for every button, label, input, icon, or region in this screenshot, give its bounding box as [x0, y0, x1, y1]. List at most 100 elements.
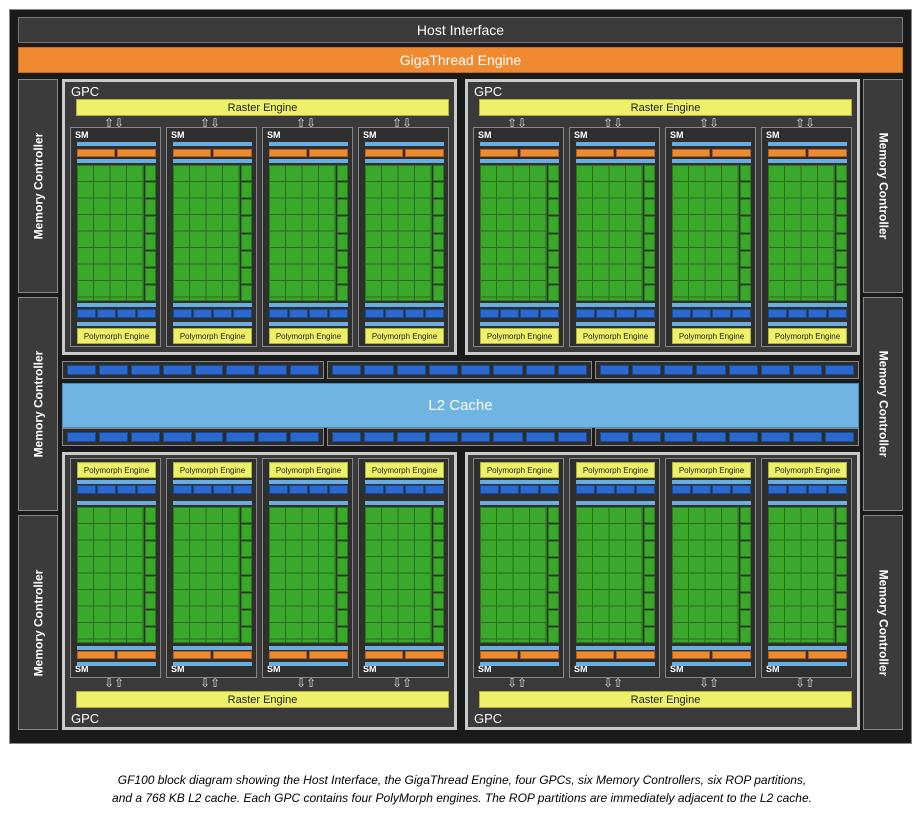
cache-unit — [425, 485, 444, 494]
cache-unit — [596, 309, 615, 318]
sfu-unit — [241, 609, 252, 626]
sfu-unit — [548, 267, 559, 284]
interconnect-network — [173, 303, 252, 307]
warp-scheduler — [309, 651, 348, 659]
warp-scheduler — [768, 651, 806, 659]
load-store-sfu-units — [433, 165, 444, 301]
sfu-unit — [241, 558, 252, 575]
rop-unit — [290, 365, 319, 375]
warp-scheduler — [365, 149, 403, 157]
rop-unit — [792, 432, 822, 442]
instruction-cache — [77, 142, 156, 146]
shared-memory-l1 — [768, 485, 847, 494]
uniform-cache — [365, 322, 444, 326]
cache-unit — [289, 485, 308, 494]
sfu-unit — [241, 524, 252, 541]
sfu-unit — [740, 233, 751, 250]
sfu-unit — [241, 199, 252, 216]
interconnect-network — [768, 303, 847, 307]
sm-label: SM — [75, 664, 89, 674]
sfu-unit — [740, 182, 751, 199]
sfu-unit — [433, 558, 444, 575]
shared-memory-l1 — [77, 309, 156, 318]
instruction-cache — [173, 142, 252, 146]
raster-engine: Raster Engine — [479, 99, 852, 116]
cache-unit — [596, 485, 615, 494]
cuda-cores — [77, 507, 144, 643]
rop-unit — [824, 432, 854, 442]
shared-memory-l1 — [480, 485, 559, 494]
sfu-unit — [740, 216, 751, 233]
polymorph-engine: Polymorph Engine — [672, 328, 751, 344]
sfu-unit — [433, 609, 444, 626]
sfu-unit — [836, 165, 847, 182]
rop-unit — [728, 365, 758, 375]
sfu-unit — [145, 182, 156, 199]
sfu-unit — [433, 199, 444, 216]
memory-controller-label: Memory Controller — [31, 569, 45, 676]
sfu-unit — [337, 199, 348, 216]
load-store-sfu-units — [836, 165, 847, 301]
cuda-cores — [768, 507, 835, 643]
host-interface: Host Interface — [18, 17, 903, 43]
sfu-unit — [740, 165, 751, 182]
sm-label: SM — [171, 664, 185, 674]
cuda-cores — [173, 165, 240, 301]
register-file — [173, 159, 252, 163]
rop-unit — [98, 432, 128, 442]
rop-unit — [130, 432, 160, 442]
polymorph-engine: Polymorph Engine — [576, 462, 655, 478]
cuda-core-array — [576, 165, 655, 301]
warp-scheduler — [213, 149, 252, 157]
rop-unit — [364, 365, 394, 375]
cache-unit — [636, 309, 655, 318]
warp-scheduler — [672, 149, 710, 157]
data-flow-arrows: ⇧⇩ — [200, 116, 221, 130]
warp-scheduler — [117, 651, 156, 659]
cuda-core-array — [173, 165, 252, 301]
cache-unit — [137, 485, 156, 494]
cache-unit — [385, 485, 404, 494]
sfu-unit — [548, 233, 559, 250]
warp-scheduler — [712, 651, 751, 659]
cuda-core-array — [672, 165, 751, 301]
sm-label: SM — [363, 664, 377, 674]
sfu-unit — [836, 558, 847, 575]
shared-memory-l1 — [672, 309, 751, 318]
sfu-unit — [241, 507, 252, 524]
rop-unit — [824, 365, 854, 375]
load-store-sfu-units — [740, 507, 751, 643]
warp-scheduler — [309, 149, 348, 157]
sfu-unit — [337, 592, 348, 609]
memory-controller-left-3: Memory Controller — [18, 515, 58, 730]
warp-scheduler — [269, 651, 307, 659]
sm-label: SM — [574, 130, 588, 140]
sfu-unit — [644, 558, 655, 575]
cuda-core-array — [365, 507, 444, 643]
sfu-unit — [644, 626, 655, 643]
uniform-cache — [269, 322, 348, 326]
polymorph-engine: Polymorph Engine — [173, 328, 252, 344]
sfu-unit — [644, 524, 655, 541]
sfu-unit — [337, 524, 348, 541]
register-file — [269, 159, 348, 163]
instruction-cache — [576, 662, 655, 666]
warp-scheduler — [480, 149, 518, 157]
cache-unit — [97, 485, 116, 494]
shared-memory-l1 — [576, 485, 655, 494]
cuda-cores — [576, 507, 643, 643]
cuda-cores — [365, 507, 432, 643]
sm-label: SM — [670, 664, 684, 674]
rop-unit — [130, 365, 160, 375]
cuda-cores — [672, 507, 739, 643]
sfu-unit — [548, 284, 559, 301]
cache-unit — [269, 309, 288, 318]
cache-unit — [732, 309, 751, 318]
sfu-unit — [548, 250, 559, 267]
